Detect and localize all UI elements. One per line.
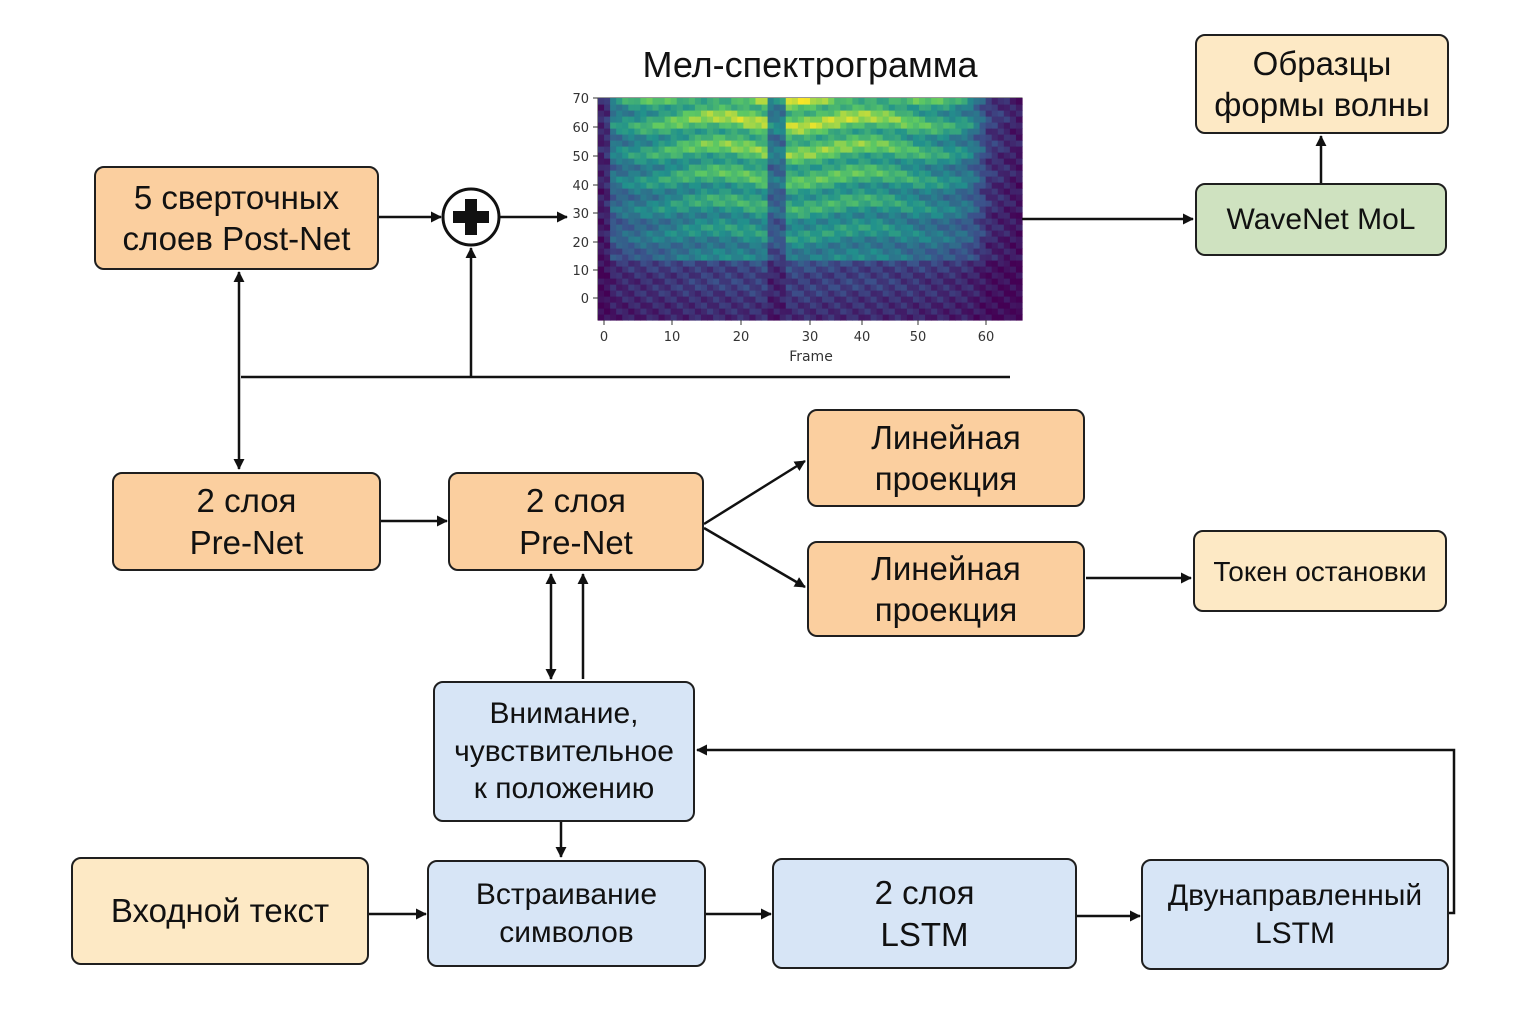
- prenet-left-label: 2 слоя Pre-Net: [189, 482, 304, 561]
- arrow-bilstm-to-attention: [696, 744, 1456, 915]
- prenet-box-left: 2 слоя Pre-Net: [112, 472, 381, 571]
- arrow-prenet2-to-linproj2: [703, 526, 806, 589]
- attention-label: Внимание, чувствительное к положению: [454, 697, 674, 806]
- linear-projection-box-top: Линейная проекция: [807, 409, 1085, 507]
- spectrogram-x-tick: 10: [664, 330, 681, 345]
- lstm-label: 2 слоя LSTM: [874, 874, 975, 953]
- input-text-box: Входной текст: [71, 857, 369, 965]
- linear-projection-top-label: Линейная проекция: [871, 418, 1021, 497]
- spectrogram-y-tick: 20: [572, 236, 589, 251]
- spectrogram-y-tick: 50: [572, 150, 589, 165]
- spectrogram-x-tick: 20: [733, 330, 750, 345]
- spectrogram-y-tick: 10: [572, 264, 589, 279]
- input-text-label: Входной текст: [110, 892, 330, 930]
- spectrogram-y-tick: 30: [572, 207, 589, 222]
- spectrogram-y-tick: 70: [572, 92, 589, 107]
- postnet-box: 5 сверточных слоев Post-Net: [94, 166, 379, 270]
- arrow-prenet2-to-linproj1: [703, 459, 806, 526]
- character-embedding-label: Встраивание символов: [475, 878, 658, 949]
- character-embedding-box: Встраивание символов: [427, 860, 706, 967]
- spectrogram-image: [598, 98, 1023, 321]
- spectrogram-x-tick: 60: [978, 330, 995, 345]
- wavenet-box: WaveNet MoL: [1195, 183, 1447, 256]
- wavenet-label: WaveNet MoL: [1226, 202, 1416, 236]
- spectrogram-x-tick: 30: [802, 330, 819, 345]
- spectrogram-y-axis: 70 60 50 40 30 20 10 0: [572, 92, 598, 307]
- spectrogram-x-tick: 0: [600, 330, 608, 345]
- stop-token-box: Токен остановки: [1193, 530, 1447, 612]
- spectrogram-y-tick: 60: [572, 121, 589, 136]
- spectrogram-y-tick: 0: [581, 292, 589, 307]
- spectrogram-y-tick: 40: [572, 179, 589, 194]
- bidirectional-lstm-box: Двунаправленный LSTM: [1141, 859, 1449, 970]
- bidirectional-lstm-label: Двунаправленный LSTM: [1167, 879, 1423, 950]
- spectrogram-x-axis: 0 10 20 30 40 50 60: [600, 320, 994, 345]
- plus-circle-icon: [441, 187, 501, 247]
- prenet-right-label: 2 слоя Pre-Net: [519, 482, 633, 561]
- spectrogram-x-tick: 40: [854, 330, 871, 345]
- waveform-samples-box: Образцы формы волны: [1195, 34, 1449, 134]
- spectrogram-title: Мел-спектрограмма: [642, 44, 978, 85]
- stop-token-label: Токен остановки: [1213, 555, 1427, 587]
- spectrogram-x-label: Frame: [789, 349, 833, 365]
- spectrogram-x-tick: 50: [910, 330, 927, 345]
- waveform-samples-label: Образцы формы волны: [1214, 44, 1430, 123]
- prenet-box-right: 2 слоя Pre-Net: [448, 472, 704, 571]
- attention-box: Внимание, чувствительное к положению: [433, 681, 695, 822]
- linear-projection-bottom-label: Линейная проекция: [871, 549, 1021, 628]
- lstm-box: 2 слоя LSTM: [772, 858, 1077, 969]
- linear-projection-box-bottom: Линейная проекция: [807, 541, 1085, 637]
- postnet-label: 5 сверточных слоев Post-Net: [122, 178, 351, 257]
- mel-spectrogram: 70 60 50 40 30 20 10 0 0 10 20 30 40 50 60 Frame: [572, 92, 1023, 365]
